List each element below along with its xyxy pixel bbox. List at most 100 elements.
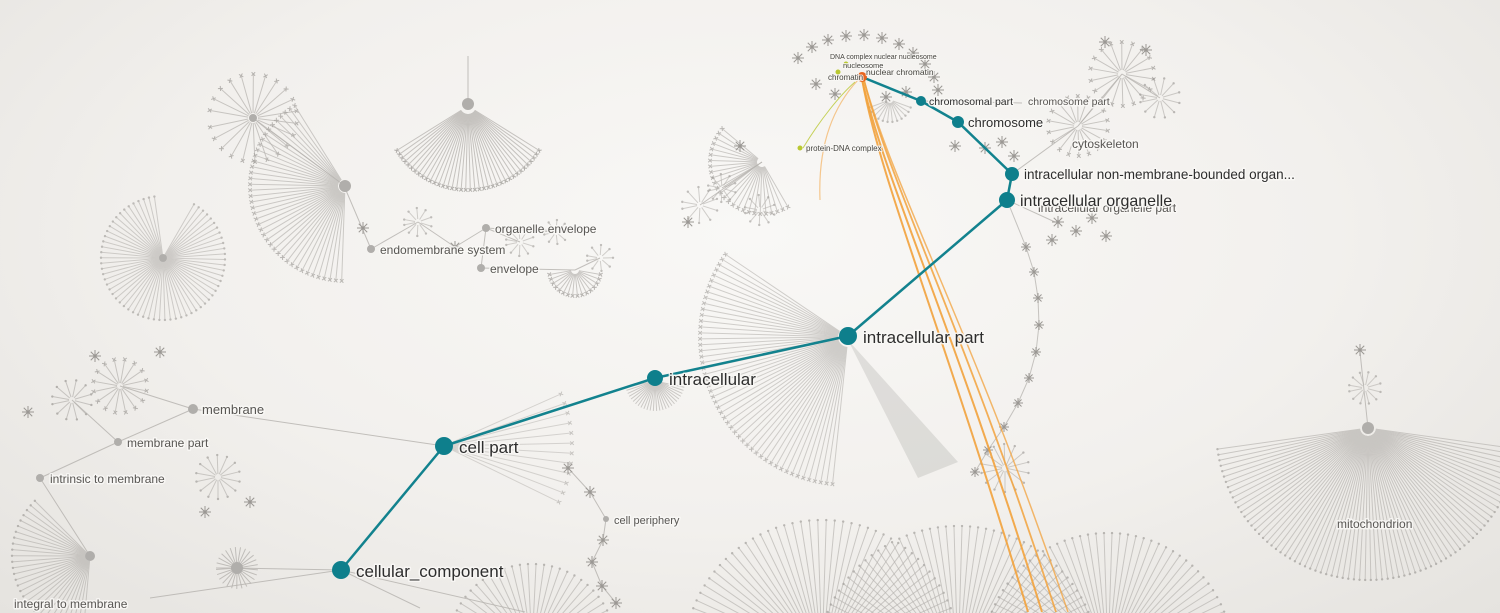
related-term-node[interactable]: [797, 145, 803, 151]
go-term-node-cell-part[interactable]: [435, 437, 453, 455]
collapsed-node-icon[interactable]: [597, 534, 609, 546]
go-term-label-highlighted[interactable]: intracellular non-membrane-bounded organ…: [1023, 166, 1297, 184]
go-term-node-collapsed[interactable]: [462, 98, 474, 110]
collapsed-node-icon[interactable]: [1034, 320, 1044, 330]
collapsed-node-icon[interactable]: [449, 241, 461, 253]
collapsed-node-icon[interactable]: [1070, 225, 1082, 237]
collapsed-node-icon[interactable]: [928, 71, 940, 83]
go-term-label[interactable]: cell periphery: [613, 514, 682, 529]
collapsed-node-icon[interactable]: [893, 38, 905, 50]
go-term-label-highlighted[interactable]: cell part: [458, 437, 521, 459]
collapsed-node-icon[interactable]: [89, 350, 101, 362]
go-term-label[interactable]: intrinsic to membrane: [49, 471, 167, 488]
collapsed-node-icon[interactable]: [596, 580, 608, 592]
collapsed-node-icon[interactable]: [1008, 150, 1020, 162]
go-term-node-collapsed[interactable]: [159, 254, 167, 262]
go-term-label-small[interactable]: protein-DNA complex: [805, 143, 883, 154]
go-term-label[interactable]: integral to membrane: [13, 596, 130, 613]
go-term-label[interactable]: chromosome part: [1027, 95, 1112, 110]
go-term-node-collapsed[interactable]: [85, 551, 95, 561]
go-term-label[interactable]: endomembrane system: [379, 242, 507, 259]
go-term-node-nuclear-chromatin-selected[interactable]: [857, 72, 867, 82]
collapsed-node-icon[interactable]: [1099, 36, 1111, 48]
go-term-label-highlighted[interactable]: cellular_component: [355, 561, 506, 583]
go-term-label-small[interactable]: DNA complex: [829, 53, 874, 62]
collapsed-node-icon[interactable]: [932, 84, 944, 96]
go-term-node-collapsed[interactable]: [367, 245, 375, 253]
collapsed-node-icon[interactable]: [734, 140, 746, 152]
collapsed-node-icon[interactable]: [586, 556, 598, 568]
collapsed-node-icon[interactable]: [792, 52, 804, 64]
collapsed-node-icon[interactable]: [919, 58, 931, 70]
collapsed-node-icon[interactable]: [244, 496, 256, 508]
collapsed-node-icon[interactable]: [1024, 373, 1034, 383]
collapsed-node-icon[interactable]: [949, 140, 961, 152]
go-term-label-highlighted[interactable]: intracellular: [668, 369, 758, 391]
collapsed-node-icon[interactable]: [907, 47, 919, 59]
go-term-label[interactable]: envelope: [489, 261, 541, 278]
collapsed-node-icon[interactable]: [876, 32, 888, 44]
go-term-node-intracellular-non-membrane-bounded-organelle[interactable]: [1005, 167, 1019, 181]
collapsed-node-icon[interactable]: [610, 597, 622, 609]
go-term-label-small[interactable]: nucleosome: [842, 60, 884, 71]
collapsed-node-icon[interactable]: [1354, 344, 1366, 356]
go-term-label[interactable]: mitochondrion: [1336, 516, 1414, 533]
go-term-node-collapsed[interactable]: [188, 404, 198, 414]
collapsed-node-icon[interactable]: [1013, 398, 1023, 408]
go-term-node-collapsed[interactable]: [477, 264, 485, 272]
collapsed-node-icon[interactable]: [1031, 347, 1041, 357]
collapsed-node-icon[interactable]: [1100, 230, 1112, 242]
go-term-label-highlighted[interactable]: intracellular part: [862, 327, 986, 349]
related-term-node[interactable]: [835, 69, 841, 75]
go-term-label[interactable]: cytoskeleton: [1071, 136, 1141, 153]
collapsed-node-icon[interactable]: [22, 406, 34, 418]
go-term-node-chromosomal-part[interactable]: [916, 96, 926, 106]
related-term-node[interactable]: [843, 61, 849, 67]
collapsed-node-icon[interactable]: [584, 486, 596, 498]
go-term-node-collapsed[interactable]: [1362, 422, 1374, 434]
collapsed-node-icon[interactable]: [1033, 293, 1043, 303]
go-term-label-highlighted[interactable]: chromosome: [967, 114, 1045, 132]
go-term-node-intracellular-part[interactable]: [839, 327, 857, 345]
go-term-label-small[interactable]: chromatin: [827, 72, 864, 83]
go-term-node-intracellular[interactable]: [647, 370, 663, 386]
go-term-node-chromosome[interactable]: [952, 116, 964, 128]
collapsed-node-icon[interactable]: [562, 462, 574, 474]
go-term-label[interactable]: intracellular organelle part: [1037, 200, 1179, 217]
collapsed-node-icon[interactable]: [1052, 216, 1064, 228]
go-term-label-small[interactable]: nuclear chromatin: [865, 66, 935, 78]
go-term-node-collapsed[interactable]: [114, 438, 122, 446]
go-term-node-collapsed[interactable]: [249, 114, 257, 122]
collapsed-node-icon[interactable]: [970, 467, 980, 477]
collapsed-node-icon[interactable]: [996, 136, 1008, 148]
go-term-label[interactable]: membrane: [201, 401, 266, 419]
go-term-label[interactable]: membrane part: [126, 435, 211, 452]
collapsed-node-icon[interactable]: [1029, 267, 1039, 277]
collapsed-node-icon[interactable]: [357, 222, 369, 234]
go-term-node-collapsed[interactable]: [339, 180, 351, 192]
collapsed-node-icon[interactable]: [822, 34, 834, 46]
collapsed-node-icon[interactable]: [858, 29, 870, 41]
collapsed-node-icon[interactable]: [840, 30, 852, 42]
go-term-node-cellular_component[interactable]: [332, 561, 350, 579]
collapsed-node-icon[interactable]: [880, 91, 892, 103]
go-term-label-small[interactable]: nuclear nucleosome: [873, 53, 938, 62]
collapsed-node-icon[interactable]: [810, 78, 822, 90]
collapsed-node-icon[interactable]: [199, 506, 211, 518]
go-term-label[interactable]: organelle envelope: [494, 221, 599, 238]
go-term-node-intracellular-organelle[interactable]: [999, 192, 1015, 208]
collapsed-node-icon[interactable]: [829, 88, 841, 100]
go-term-label-highlighted[interactable]: chromosomal part: [928, 95, 1015, 110]
collapsed-node-icon[interactable]: [1021, 242, 1031, 252]
go-term-node-collapsed[interactable]: [603, 516, 609, 522]
go-term-label-highlighted[interactable]: intracellular organelle: [1019, 192, 1174, 212]
collapsed-node-icon[interactable]: [1140, 44, 1152, 56]
collapsed-node-icon[interactable]: [806, 41, 818, 53]
collapsed-node-icon[interactable]: [682, 216, 694, 228]
collapsed-node-icon[interactable]: [1046, 234, 1058, 246]
collapsed-node-icon[interactable]: [1086, 212, 1098, 224]
go-term-node-collapsed[interactable]: [482, 224, 490, 232]
collapsed-node-icon[interactable]: [154, 346, 166, 358]
go-term-node-collapsed[interactable]: [231, 562, 243, 574]
